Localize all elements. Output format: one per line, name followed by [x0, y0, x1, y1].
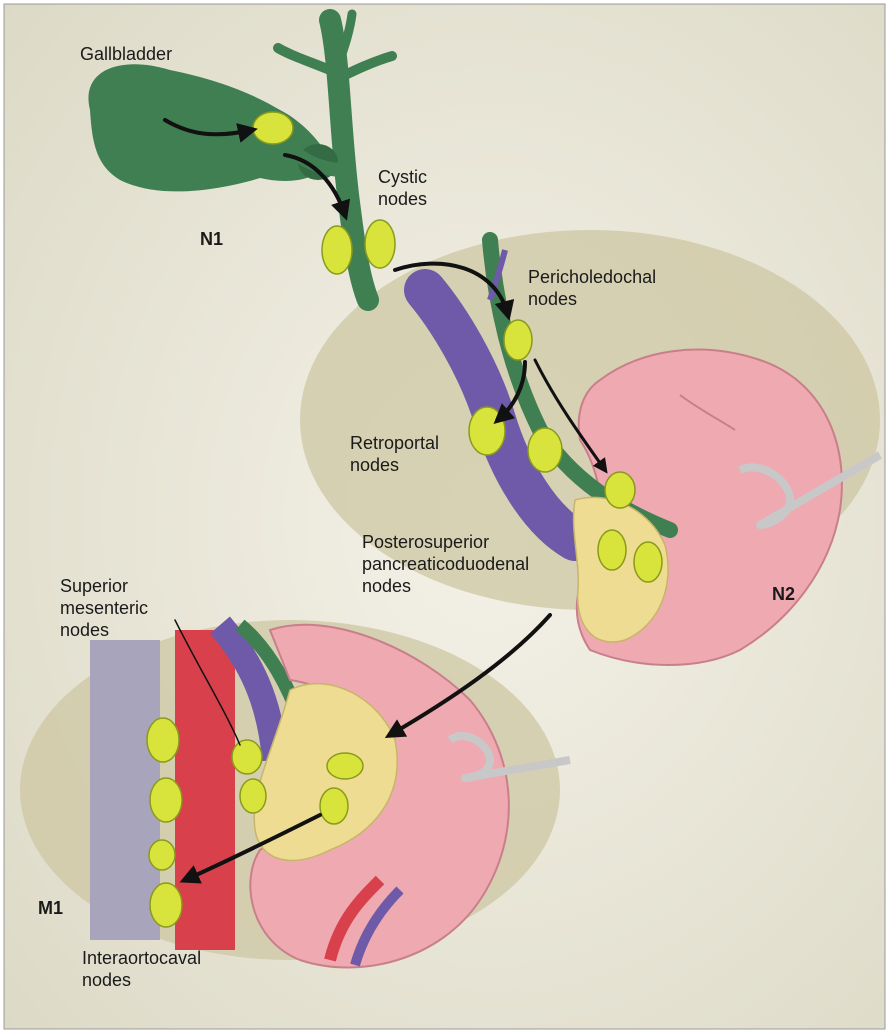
label-n1: N1 [200, 228, 223, 250]
interaortocaval-node-3 [149, 840, 175, 870]
pancreatic-node-1 [327, 753, 363, 779]
superior-mesenteric-node-1 [232, 740, 262, 774]
label-cystic-nodes: Cystic nodes [378, 166, 427, 210]
label-retroportal-nodes: Retroportal nodes [350, 432, 439, 476]
label-interaortocaval-nodes: Interaortocaval nodes [82, 947, 201, 991]
retroportal-node [469, 407, 505, 455]
pericholedochal-node [504, 320, 532, 360]
posterosuperior-node-1 [605, 472, 635, 508]
cystic-node-1 [322, 226, 352, 274]
ivc [90, 640, 160, 940]
label-pericholedochal-nodes: Pericholedochal nodes [528, 266, 656, 310]
label-m1: M1 [38, 897, 63, 919]
label-superior-mesenteric-nodes: Superior mesenteric nodes [60, 575, 148, 641]
label-n2: N2 [772, 583, 795, 605]
label-gallbladder: Gallbladder [80, 43, 172, 65]
interaortocaval-node-1 [147, 718, 179, 762]
gallbladder-node [253, 112, 293, 144]
pancreatic-node-2 [320, 788, 348, 824]
posterosuperior-node-2 [598, 530, 626, 570]
posterosuperior-node-3 [634, 542, 662, 582]
interaortocaval-node-2 [150, 778, 182, 822]
cystic-node-2 [365, 220, 395, 268]
label-posterosuperior-nodes: Posterosuperior pancreaticoduodenal node… [362, 531, 529, 597]
interaortocaval-node-4 [150, 883, 182, 927]
superior-mesenteric-node-2 [240, 779, 266, 813]
retroportal-node-2 [528, 428, 562, 472]
